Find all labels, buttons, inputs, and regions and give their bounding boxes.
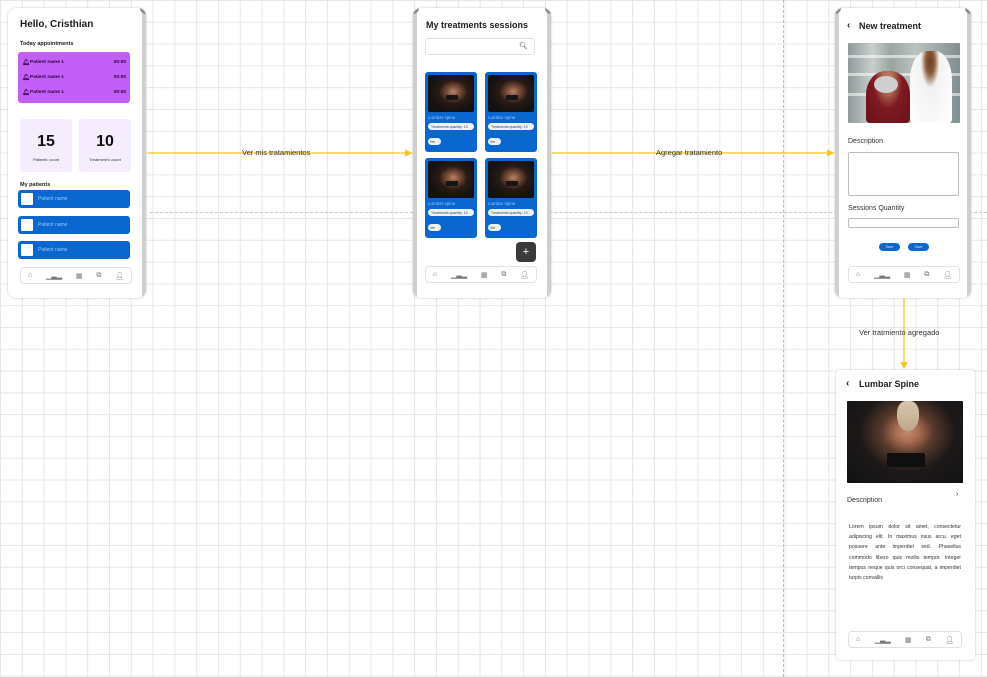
avatar <box>21 219 33 231</box>
appointment-row[interactable]: 🔔︎ Patient name 1 00:00 <box>22 60 126 66</box>
description-input[interactable] <box>848 152 959 196</box>
appointment-row[interactable]: 🔔︎ Patient name 1 00:00 <box>22 75 126 81</box>
home-icon[interactable]: ⌂ <box>27 272 33 279</box>
page-title: Lumbar Spine <box>859 379 920 389</box>
guide-vertical <box>783 0 784 677</box>
patients-count-label: Patients' count <box>32 157 60 162</box>
sessions-quantity-input[interactable] <box>848 218 959 228</box>
page-title: My treatments sessions <box>426 20 529 30</box>
appointments-list: 🔔︎ Patient name 1 00:00 🔔︎ Patient name … <box>18 52 130 103</box>
save-button[interactable]: Save <box>879 243 900 251</box>
chart-icon[interactable]: ▁▃▂ <box>45 272 63 280</box>
treatments-icon[interactable]: ⧉ <box>96 271 102 279</box>
treatments-icon[interactable]: ⧉ <box>924 270 930 278</box>
back-icon[interactable]: ‹ <box>847 20 851 31</box>
add-treatment-button[interactable]: + <box>516 242 536 262</box>
avatar <box>21 193 33 205</box>
bottom-nav: ⌂ ▁▃▂ ▦ ⧉ 👤︎ <box>848 266 960 283</box>
view-button[interactable]: Ver <box>428 224 441 231</box>
home-icon[interactable]: ⌂ <box>432 271 438 278</box>
treatment-card[interactable]: Lumbar spine Treatments quantity: 10 Ver <box>425 158 477 238</box>
bell-icon: 🔔︎ <box>22 75 30 81</box>
view-button[interactable]: Ver <box>488 138 501 145</box>
chart-icon[interactable]: ▁▃▂ <box>874 636 891 644</box>
bottom-nav: ⌂ ▁▃▂ ▦ ⧉ 👤︎ <box>848 631 962 648</box>
treatments-icon[interactable]: ⧉ <box>501 270 507 278</box>
view-button[interactable]: Ver <box>428 138 441 145</box>
bottom-nav: ⌂ ▁▃▂ ▦ ⧉ 👤︎ <box>425 266 537 283</box>
patients-title: My patients <box>20 182 51 188</box>
guide-horizontal <box>150 212 987 213</box>
flow-label-ver-agregado: Ver tratmiento agregado <box>859 328 940 337</box>
patient-item[interactable]: Patient name <box>18 216 130 234</box>
screen-treatments: My treatments sessions 🔍︎ Lumbar spine T… <box>413 8 551 298</box>
chart-icon[interactable]: ▁▃▂ <box>450 271 468 279</box>
screen-home: Hello, Cristhian Today appointments 🔔︎ P… <box>8 8 146 298</box>
appointments-title: Today appointments <box>20 41 74 47</box>
patient-item[interactable]: Patient name <box>18 241 130 259</box>
bell-icon: 🔔︎ <box>22 90 30 96</box>
treatment-card[interactable]: Lumbar spine Treatments quantity: 10 Ver <box>485 158 537 238</box>
sessions-label: Sessions Quantity <box>848 205 905 212</box>
treatments-icon[interactable]: ⧉ <box>925 635 931 643</box>
chevron-right-icon[interactable]: › <box>956 491 959 498</box>
patients-count-card[interactable]: 15 Patients' count <box>20 119 72 172</box>
calendar-icon[interactable]: ▦ <box>75 272 83 280</box>
user-icon[interactable]: 👤︎ <box>115 272 125 280</box>
home-icon[interactable]: ⌂ <box>856 636 861 643</box>
greeting-title: Hello, Cristhian <box>20 19 94 30</box>
treatment-card[interactable]: Lumbar spine Treatments quantity: 10 Ver <box>425 72 477 152</box>
calendar-icon[interactable]: ▦ <box>480 271 488 279</box>
flow-label-ver-mis: Ver mis tratamientos <box>242 148 311 157</box>
screen-treatment-detail: ‹ Lumbar Spine Description › Lorem ipsum… <box>836 370 975 660</box>
treatment-card[interactable]: Lumbar spine Treatments quantity: 10 Ver <box>485 72 537 152</box>
user-icon[interactable]: 👤︎ <box>520 271 530 279</box>
user-icon[interactable]: 👤︎ <box>943 271 953 279</box>
calendar-icon[interactable]: ▦ <box>904 636 912 644</box>
search-icon: 🔍︎ <box>519 43 528 50</box>
treatments-count-label: Treatment's count <box>89 157 121 162</box>
chart-icon[interactable]: ▁▃▂ <box>873 271 891 279</box>
avatar <box>21 244 33 256</box>
flow-label-agregar: Agregar tratamiento <box>656 148 723 157</box>
patients-count: 15 <box>37 133 55 150</box>
treatment-image <box>488 161 534 198</box>
description-label: Description <box>848 138 884 145</box>
patient-item[interactable]: Patient name <box>18 190 130 208</box>
treatments-count-card[interactable]: 10 Treatment's count <box>79 119 131 172</box>
description-text: Lorem ipsum dolor sit amet, consectetur … <box>849 524 961 582</box>
treatments-count: 10 <box>96 133 114 150</box>
description-label: Description <box>847 497 883 504</box>
treatment-image <box>428 75 474 112</box>
calendar-icon[interactable]: ▦ <box>903 271 911 279</box>
view-button[interactable]: Ver <box>488 224 501 231</box>
home-icon[interactable]: ⌂ <box>855 271 861 278</box>
save-button-2[interactable]: Save <box>908 243 929 251</box>
treatment-image <box>847 401 963 483</box>
page-title: New treatment <box>859 21 922 31</box>
bell-icon: 🔔︎ <box>22 60 30 66</box>
search-input[interactable]: 🔍︎ <box>425 38 535 55</box>
pharmacy-image <box>848 43 960 123</box>
appointment-row[interactable]: 🔔︎ Patient name 1 00:00 <box>22 90 126 96</box>
treatment-image <box>428 161 474 198</box>
treatment-image <box>488 75 534 112</box>
user-icon[interactable]: 👤︎ <box>945 636 954 644</box>
back-icon[interactable]: ‹ <box>846 378 850 389</box>
screen-new-treatment: ‹ New treatment Description Sessions Qua… <box>835 8 971 298</box>
bottom-nav: ⌂ ▁▃▂ ▦ ⧉ 👤︎ <box>20 267 132 284</box>
